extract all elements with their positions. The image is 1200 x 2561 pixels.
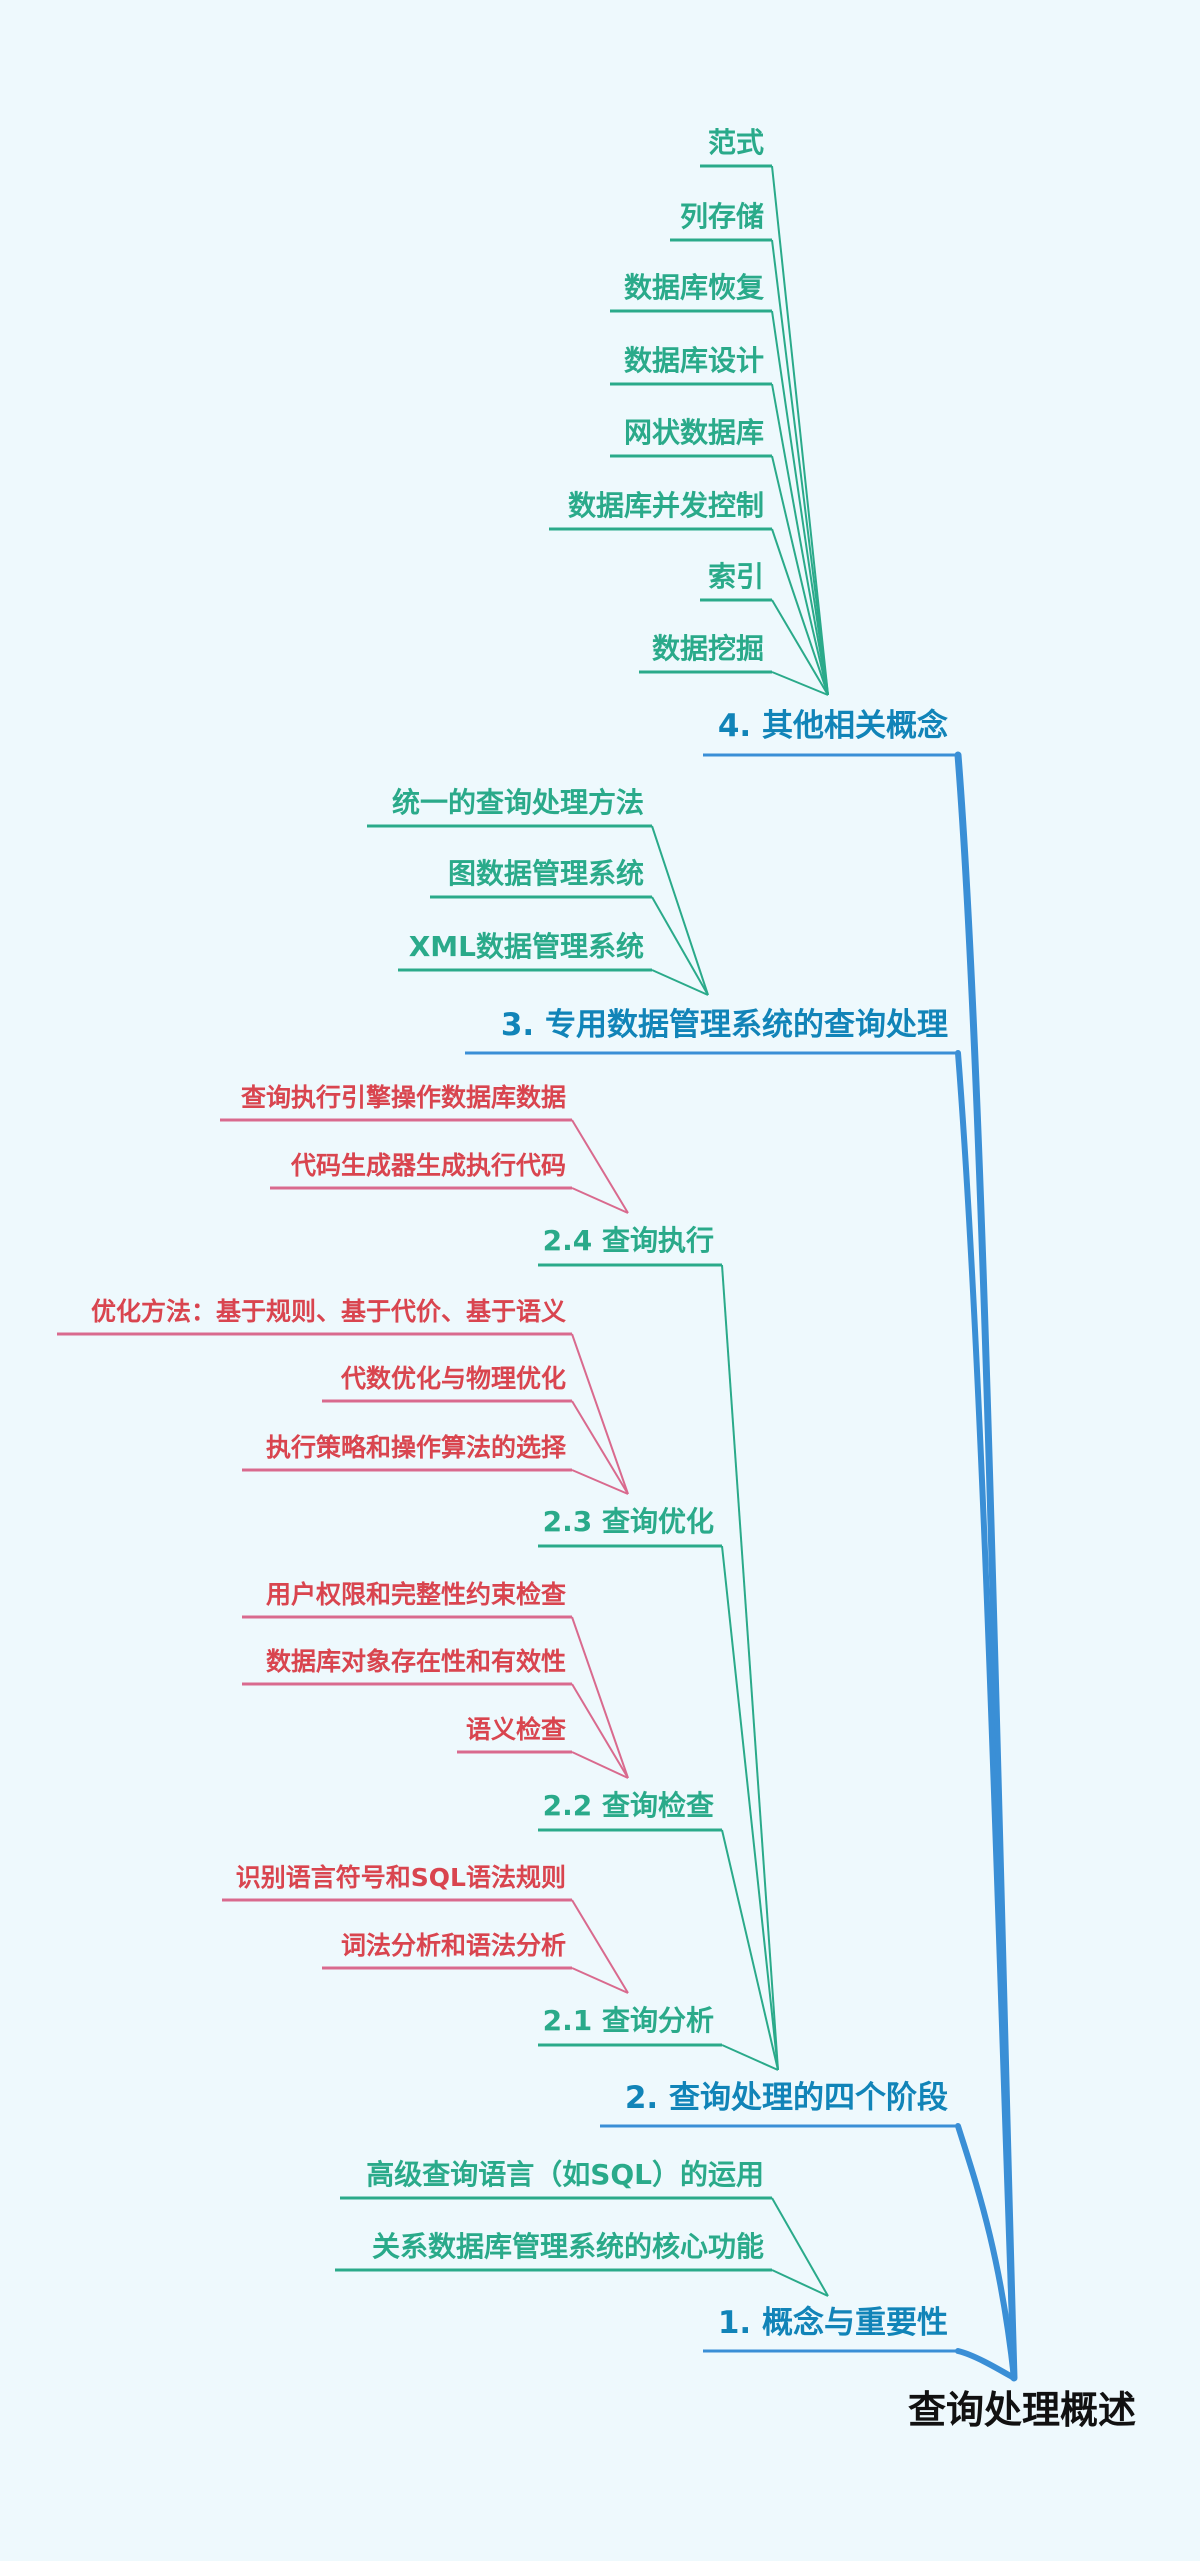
link-root-to-branch-2 <box>955 2123 1017 2381</box>
link-b4-c0 <box>771 165 829 696</box>
leaf-underlines-b4 <box>549 164 772 674</box>
subbranch-2-2-node[interactable]: 2.2 查询检查 <box>543 1789 714 1822</box>
subbranch-2-1-leaf-1[interactable]: 词法分析和语法分析 <box>341 1931 566 1960</box>
branch-4-leaf-7[interactable]: 数据挖掘 <box>652 632 764 665</box>
branch-3-leaf-1[interactable]: 图数据管理系统 <box>448 857 644 890</box>
link-b4-c7 <box>771 671 829 696</box>
connector-lines <box>57 164 1018 2382</box>
link-b4-c2 <box>771 310 829 696</box>
link-b4-c3 <box>771 383 829 696</box>
subbranch-2-3-leaf-0[interactable]: 优化方法：基于规则、基于代价、基于语义 <box>91 1297 566 1326</box>
link-s1-l0 <box>571 1333 629 1495</box>
leaf-underlines-b2 <box>57 1118 572 1970</box>
branch-3-node[interactable]: 3. 专用数据管理系统的查询处理 <box>501 1007 948 1043</box>
branch-4-leaf-5[interactable]: 数据库并发控制 <box>568 489 764 522</box>
branch-4-leaf-2[interactable]: 数据库恢复 <box>624 271 764 304</box>
link-s3-l1 <box>571 1967 629 1994</box>
node-labels: 查询处理概述 4. 其他相关概念 范式 列存储 数据库恢复 数据库设计 网状数据… <box>91 126 1136 2432</box>
branch-3-leaf-0[interactable]: 统一的查询处理方法 <box>392 786 644 819</box>
link-s2-l1 <box>571 1683 629 1779</box>
subbranch-2-4-node[interactable]: 2.4 查询执行 <box>543 1224 714 1257</box>
link-b3-c2 <box>651 969 709 996</box>
subbranch-2-3-leaf-2[interactable]: 执行策略和操作算法的选择 <box>266 1433 567 1462</box>
link-b2-s3 <box>721 2044 779 2071</box>
link-b3-c0 <box>651 825 709 996</box>
subbranch-2-3-node[interactable]: 2.3 查询优化 <box>543 1505 714 1538</box>
leaf-links <box>571 1119 629 1994</box>
link-root-to-branch-1 <box>955 2348 1017 2381</box>
link-b2-s2 <box>721 1829 779 2071</box>
branch-4-links <box>771 165 829 696</box>
leaf-underlines-b1 <box>335 2196 772 2272</box>
branch-2-node[interactable]: 2. 查询处理的四个阶段 <box>625 2080 948 2116</box>
link-b4-c5 <box>771 528 829 696</box>
link-s2-l2 <box>571 1751 629 1779</box>
link-s1-l1 <box>571 1400 629 1495</box>
branch-1-node[interactable]: 1. 概念与重要性 <box>718 2305 948 2341</box>
branch-1-links <box>771 2197 829 2297</box>
root-node[interactable]: 查询处理概述 <box>908 2388 1136 2432</box>
branch-1-leaf-0[interactable]: 高级查询语言（如SQL）的运用 <box>366 2158 764 2191</box>
branch-1-leaf-1[interactable]: 关系数据库管理系统的核心功能 <box>372 2230 764 2263</box>
link-s3-l0 <box>571 1899 629 1994</box>
link-b1-c0 <box>771 2197 829 2297</box>
branch-4-leaf-6[interactable]: 索引 <box>708 560 764 593</box>
link-s1-l2 <box>571 1469 629 1495</box>
branch-4-leaf-3[interactable]: 数据库设计 <box>624 344 764 377</box>
link-s0-l1 <box>571 1187 629 1214</box>
branch-4-leaf-4[interactable]: 网状数据库 <box>624 416 764 449</box>
branch-3-leaf-2[interactable]: XML数据管理系统 <box>409 930 644 963</box>
link-b4-c4 <box>771 455 829 696</box>
subbranch-2-2-leaf-0[interactable]: 用户权限和完整性约束检查 <box>266 1580 566 1609</box>
link-b4-c1 <box>771 239 829 696</box>
link-b1-c1 <box>771 2269 829 2297</box>
link-s2-l0 <box>571 1616 629 1779</box>
subbranch-2-2-leaf-2[interactable]: 语义检查 <box>466 1715 566 1744</box>
subbranch-2-4-leaf-1[interactable]: 代码生成器生成执行代码 <box>290 1151 566 1180</box>
subbranch-bars <box>538 1263 722 2047</box>
subbranch-2-3-leaf-1[interactable]: 代数优化与物理优化 <box>340 1364 566 1393</box>
branch-3-links <box>651 825 709 996</box>
leaf-underlines-b3 <box>367 824 652 972</box>
branch-4-leaf-0[interactable]: 范式 <box>708 126 764 159</box>
link-b2-s0 <box>721 1264 779 2071</box>
subbranch-2-2-leaf-1[interactable]: 数据库对象存在性和有效性 <box>266 1647 566 1676</box>
branch-4-leaf-1[interactable]: 列存储 <box>680 200 764 233</box>
link-b2-s1 <box>721 1545 779 2071</box>
link-s0-l0 <box>571 1119 629 1214</box>
link-b3-c1 <box>651 896 709 996</box>
subbranch-2-1-node[interactable]: 2.1 查询分析 <box>543 2004 714 2037</box>
subbranch-2-4-leaf-0[interactable]: 查询执行引擎操作数据库数据 <box>241 1083 566 1112</box>
link-b4-c6 <box>771 599 829 696</box>
branch-4-node[interactable]: 4. 其他相关概念 <box>718 708 948 744</box>
subbranch-2-1-leaf-0[interactable]: 识别语言符号和SQL语法规则 <box>236 1863 566 1892</box>
branch-2-links <box>721 1264 779 2071</box>
link-root-to-branch-3 <box>955 1050 1017 2381</box>
